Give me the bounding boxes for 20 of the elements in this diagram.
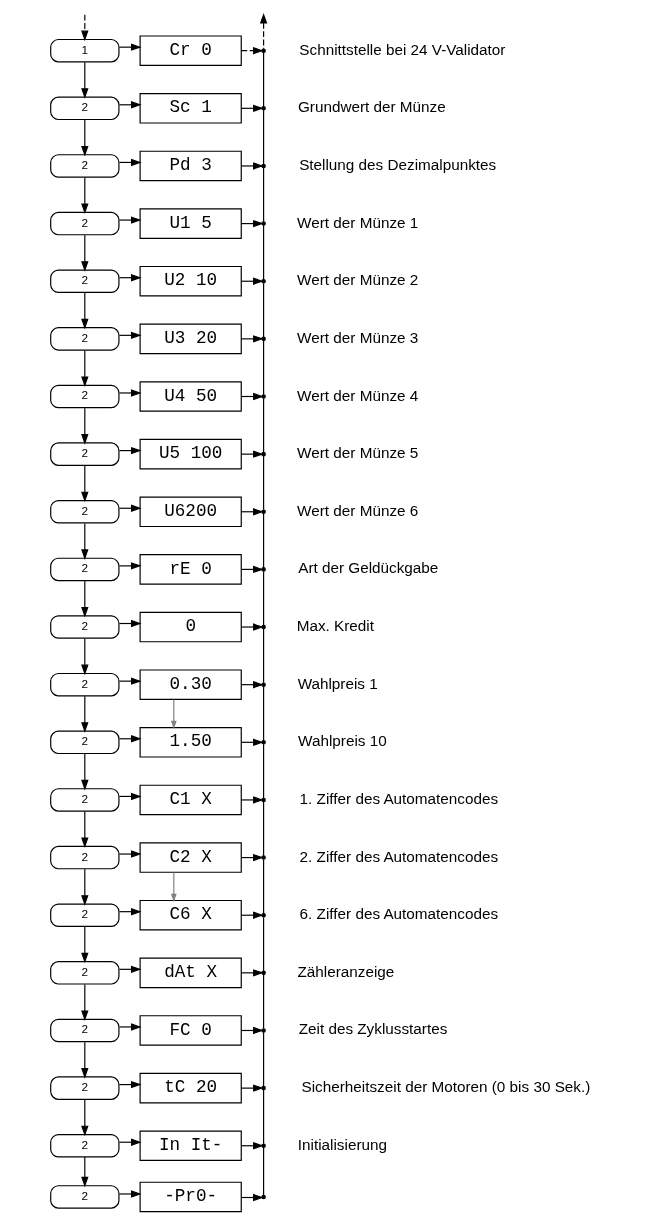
label: Wert der Münze 6 — [296, 501, 418, 519]
label: Wahlpreis 1 — [297, 674, 378, 692]
label: Schnittstelle bei 24 V-Validator — [298, 40, 505, 58]
label: Wahlpreis 10 — [297, 732, 387, 750]
label: Wert der Münze 2 — [296, 271, 418, 289]
label: Grundwert der Münze — [297, 98, 446, 116]
label: 1. Ziffer des Automatencodes — [299, 789, 498, 807]
label: Initialisierung — [297, 1135, 387, 1153]
label: Wert der Münze 3 — [296, 328, 418, 346]
label: Wert der Münze 4 — [296, 386, 418, 404]
label: Zeit des Zyklusstartes — [298, 1020, 447, 1038]
label: Zähleranzeige — [297, 962, 394, 980]
label: Wert der Münze 1 — [296, 213, 418, 231]
label: Stellung des Dezimalpunktes — [298, 155, 496, 173]
label: Wert der Münze 5 — [296, 444, 418, 462]
label: Max. Kredit — [296, 617, 374, 635]
label: Sicherheitszeit der Motoren (0 bis 30 Sek.) — [301, 1078, 590, 1096]
label: Art der Geldückgabe — [297, 559, 438, 577]
label: 6. Ziffer des Automatencodes — [299, 905, 498, 923]
label: 2. Ziffer des Automatencodes — [299, 847, 498, 865]
